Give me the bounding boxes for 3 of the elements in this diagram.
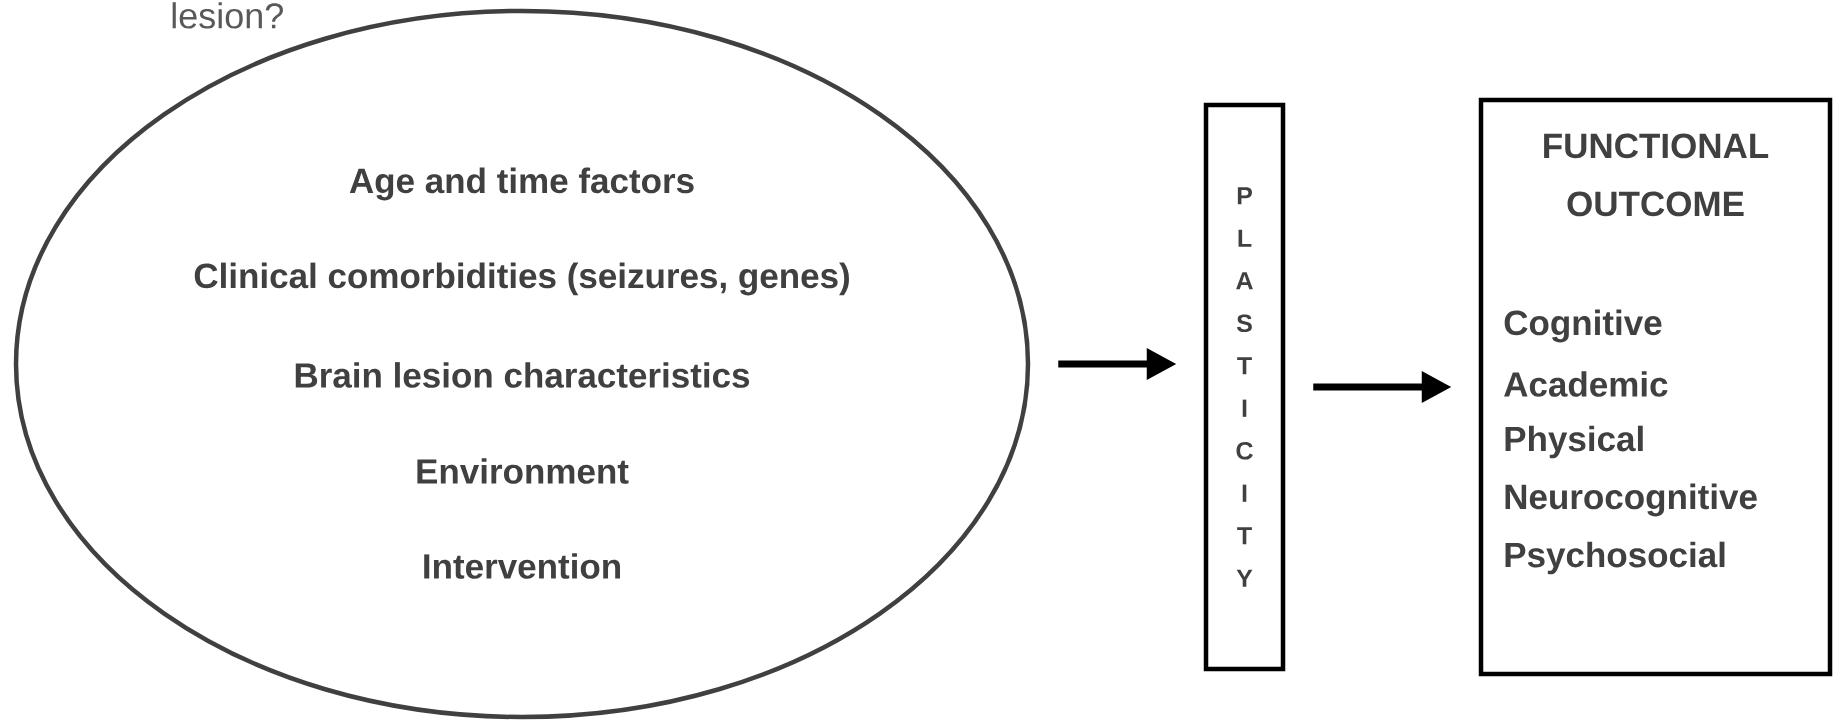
outcome-box: FUNCTIONAL OUTCOME Cognitive Academic Physical Neurocognitive Psychosocial [1478,97,1833,677]
heading-fragment: lesion? [172,2,283,29]
plasticity-box: P L A S T I C I T Y [1203,102,1286,672]
